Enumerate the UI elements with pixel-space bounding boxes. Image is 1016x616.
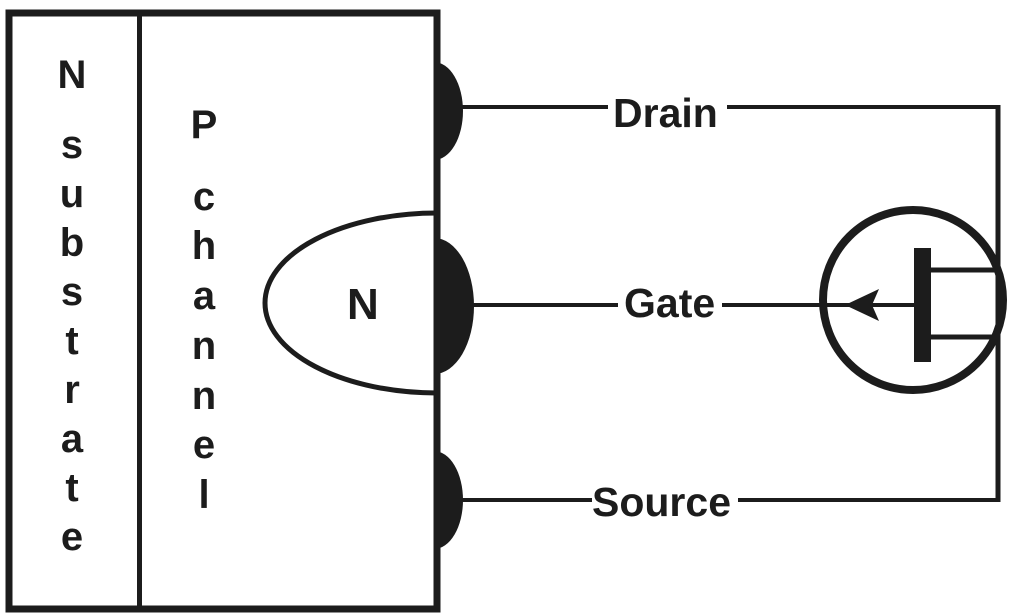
jfet-gate-arrow-icon xyxy=(845,289,879,321)
jfet-symbol-circle xyxy=(819,206,1007,394)
n-region-ellipse xyxy=(262,210,438,396)
drain-terminal-label: Drain xyxy=(613,90,718,136)
gate-contact xyxy=(434,238,474,374)
n-region-label: N xyxy=(347,280,379,329)
source-terminal-label: Source xyxy=(592,479,731,525)
source-contact xyxy=(434,451,463,549)
gate-terminal-label: Gate xyxy=(624,280,716,326)
drain-contact xyxy=(434,62,463,160)
jfet-channel-bar xyxy=(914,248,931,362)
